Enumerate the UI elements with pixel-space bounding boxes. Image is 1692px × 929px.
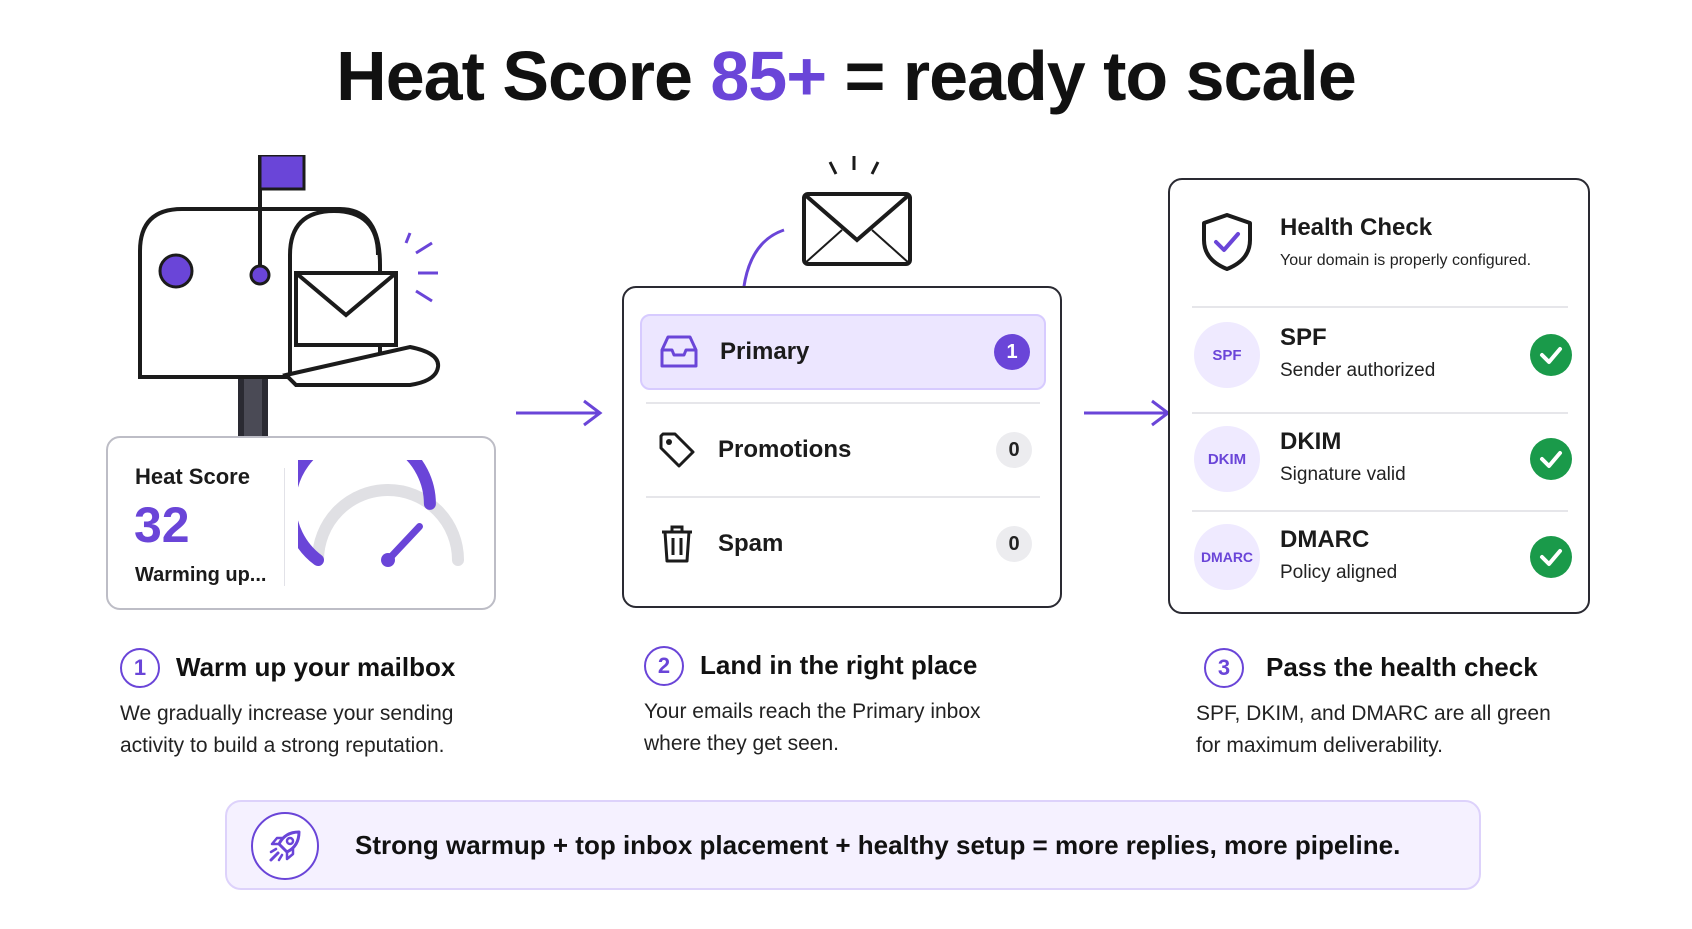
inbox-row-spam[interactable]: Spam 0 — [640, 506, 1046, 582]
inbox-card: Primary 1 Promotions 0 Spam 0 — [622, 286, 1062, 608]
trash-icon — [654, 521, 700, 567]
health-check-name: SPF — [1280, 324, 1327, 351]
check-icon — [1530, 438, 1572, 480]
inbox-row-primary[interactable]: Primary 1 — [640, 314, 1046, 390]
health-divider — [1192, 510, 1568, 512]
gauge-needle — [384, 523, 423, 564]
step-title: Warm up your mailbox — [176, 652, 456, 682]
step-description: Your emails reach the Primary inbox wher… — [644, 696, 1044, 760]
title-accent: 85+ — [710, 37, 827, 115]
dmarc-badge: DMARC — [1194, 524, 1260, 590]
inbox-count-badge: 0 — [996, 526, 1032, 562]
step-number-badge: 2 — [644, 646, 684, 686]
heat-card-divider — [284, 468, 285, 586]
heat-score-label: Heat Score — [135, 464, 250, 489]
step-desc-line: for maximum deliverability. — [1196, 734, 1444, 757]
step-desc-line: SPF, DKIM, and DMARC are all green — [1196, 702, 1551, 725]
step-number-badge: 3 — [1204, 648, 1244, 688]
arrow-right-icon — [1084, 399, 1171, 427]
step-title: Pass the health check — [1266, 652, 1538, 682]
spf-badge: SPF — [1194, 322, 1260, 388]
dkim-badge: DKIM — [1194, 426, 1260, 492]
banner-text: Strong warmup + top inbox placement + he… — [355, 830, 1401, 860]
inbox-row-label: Promotions — [718, 436, 852, 463]
health-row-dkim: DKIM DKIM Signature valid — [1194, 416, 1572, 496]
step-desc-line: Your emails reach the Primary inbox — [644, 700, 981, 723]
health-check-desc: Signature valid — [1280, 464, 1406, 485]
tag-icon — [654, 427, 700, 473]
health-check-desc: Sender authorized — [1280, 360, 1436, 381]
health-check-name: DMARC — [1280, 526, 1370, 553]
step-description: SPF, DKIM, and DMARC are all green for m… — [1196, 698, 1596, 762]
heat-score-card: Heat Score 32 Warming up... — [106, 436, 496, 610]
inbox-divider — [646, 496, 1040, 498]
step-title: Land in the right place — [700, 650, 978, 680]
summary-banner: Strong warmup + top inbox placement + he… — [225, 800, 1481, 890]
heat-score-value: 32 — [134, 497, 190, 553]
arrow-right-icon — [516, 399, 603, 427]
step-desc-line: We gradually increase your sending — [120, 702, 454, 725]
health-check-card: Health Check Your domain is properly con… — [1168, 178, 1590, 614]
check-icon — [1530, 536, 1572, 578]
step-desc-line: activity to build a strong reputation. — [120, 734, 445, 757]
health-check-subtitle: Your domain is properly configured. — [1280, 252, 1532, 269]
health-row-spf: SPF SPF Sender authorized — [1194, 312, 1572, 392]
health-divider — [1192, 412, 1568, 414]
heat-score-status: Warming up... — [135, 564, 267, 586]
step-desc-line: where they get seen. — [644, 732, 839, 755]
gauge-fill — [298, 460, 436, 566]
shield-check-icon — [1202, 213, 1252, 271]
step-description: We gradually increase your sending activ… — [120, 698, 520, 762]
step-number-badge: 1 — [120, 648, 160, 688]
inbox-icon — [656, 329, 702, 375]
incoming-envelope-icon — [802, 156, 912, 266]
inbox-divider — [646, 402, 1040, 404]
health-check-desc: Policy aligned — [1280, 562, 1398, 583]
health-divider — [1192, 306, 1568, 308]
title-suffix: = ready to scale — [826, 37, 1357, 115]
inbox-row-promotions[interactable]: Promotions 0 — [640, 412, 1046, 488]
inbox-count-badge: 1 — [994, 334, 1030, 370]
gauge-track — [312, 484, 464, 566]
step-2: 2 Land in the right place Your emails re… — [644, 646, 1084, 756]
heat-score-gauge — [298, 460, 464, 567]
health-check-name: DKIM — [1280, 428, 1342, 455]
title-prefix: Heat Score — [336, 37, 711, 115]
mailbox-illustration — [138, 155, 441, 455]
step-3: 3 Pass the health check SPF, DKIM, and D… — [1196, 648, 1636, 758]
health-check-title: Health Check — [1280, 214, 1433, 241]
rocket-icon — [251, 812, 319, 880]
inbox-row-label: Spam — [718, 530, 784, 557]
page-title: Heat Score 85+ = ready to scale — [0, 38, 1692, 115]
check-icon — [1530, 334, 1572, 376]
inbox-count-badge: 0 — [996, 432, 1032, 468]
health-row-dmarc: DMARC DMARC Policy aligned — [1194, 514, 1572, 594]
inbox-row-label: Primary — [720, 338, 810, 365]
step-1: 1 Warm up your mailbox We gradually incr… — [120, 648, 560, 758]
